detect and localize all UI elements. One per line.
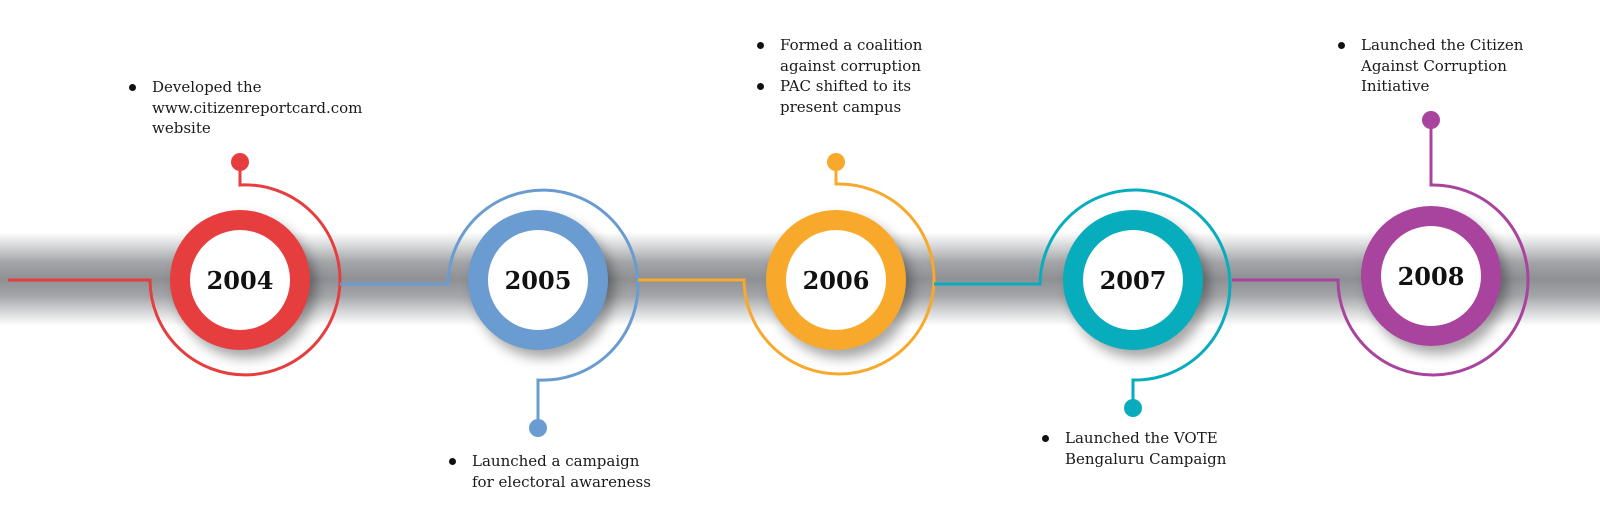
connector-dot-2008 xyxy=(1422,111,1440,129)
milestone-note: PAC shifted to its present campus xyxy=(756,76,922,117)
milestone-note: Launched the VOTE Bengaluru Campaign xyxy=(1041,428,1226,469)
connector-dot-2005 xyxy=(529,419,547,437)
year-node-2008: 2008 xyxy=(1361,206,1501,346)
milestone-note: Developed the www.citizenreportcard.com … xyxy=(128,77,362,139)
connector-2006 xyxy=(638,153,936,376)
connector-2005 xyxy=(340,188,640,437)
connector-2004 xyxy=(8,153,342,377)
milestone-note: Formed a coalition against corruption xyxy=(756,35,922,76)
milestone-note: Launched a campaign for electoral awaren… xyxy=(448,451,651,492)
year-label: 2008 xyxy=(1397,261,1465,291)
connector-dot-2006 xyxy=(827,153,845,171)
milestone-notes-2006: Formed a coalition against corruption PA… xyxy=(756,35,922,117)
milestone-notes-2007: Launched the VOTE Bengaluru Campaign xyxy=(1041,428,1226,469)
year-node-2007: 2007 xyxy=(1063,210,1203,350)
year-node-2004: 2004 xyxy=(170,210,310,350)
year-node-2005: 2005 xyxy=(468,210,608,350)
year-label: 2006 xyxy=(802,265,870,295)
connector-2008 xyxy=(1232,111,1530,377)
milestone-notes-2005: Launched a campaign for electoral awaren… xyxy=(448,451,651,492)
milestone-notes-2004: Developed the www.citizenreportcard.com … xyxy=(128,77,362,139)
milestone-note: Launched the Citizen Against Corruption … xyxy=(1337,35,1523,97)
connector-dot-2004 xyxy=(231,153,249,171)
year-node-2006: 2006 xyxy=(766,210,906,350)
year-label: 2005 xyxy=(504,265,572,295)
year-label: 2007 xyxy=(1099,265,1167,295)
connector-dot-2007 xyxy=(1124,399,1142,417)
year-label: 2004 xyxy=(206,265,274,295)
connector-2007 xyxy=(934,188,1232,417)
milestone-notes-2008: Launched the Citizen Against Corruption … xyxy=(1337,35,1523,97)
